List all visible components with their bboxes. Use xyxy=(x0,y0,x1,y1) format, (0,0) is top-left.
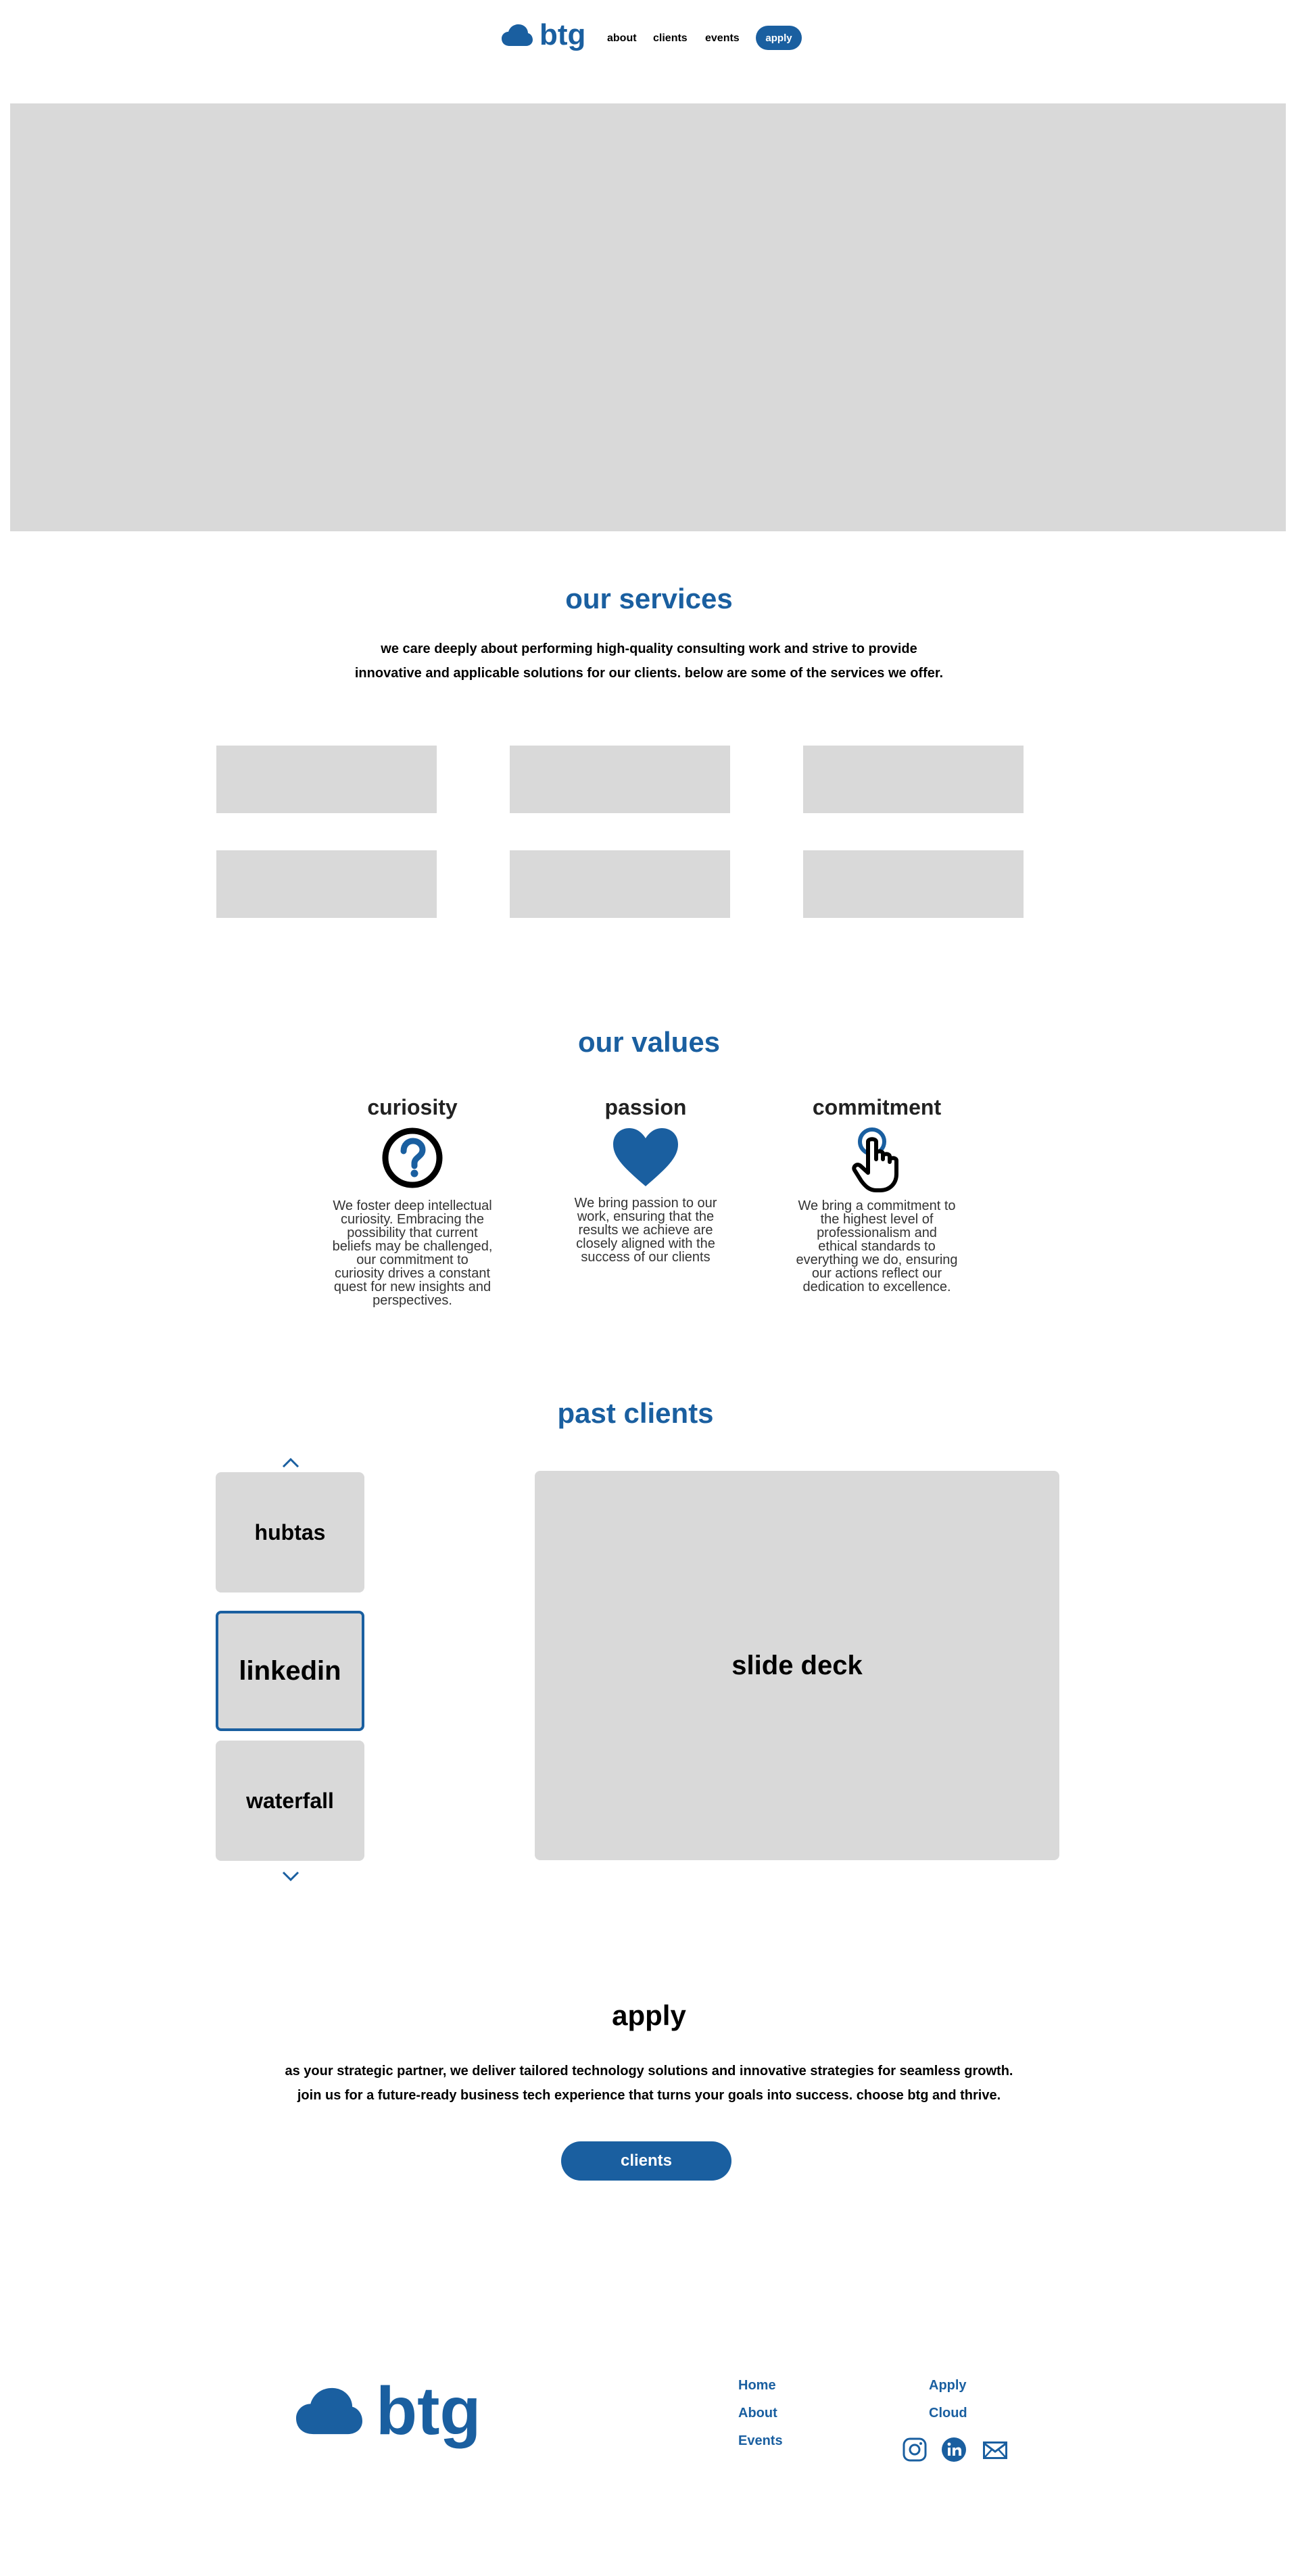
value-title: passion xyxy=(604,1095,687,1119)
services-description-line1: we care deeply about performing high-qua… xyxy=(381,641,917,656)
value-desc-line: the highest level of xyxy=(820,1212,934,1227)
footer-link-home[interactable]: Home xyxy=(738,2378,776,2393)
nav-about[interactable]: about xyxy=(607,32,637,44)
client-card-linkedin[interactable]: linkedin xyxy=(216,1611,364,1731)
logo-text: btg xyxy=(539,18,586,51)
value-desc-line: professionalism and xyxy=(817,1225,937,1240)
footer-link-cloud[interactable]: Cloud xyxy=(929,2406,967,2421)
value-desc-line: results we achieve are xyxy=(578,1223,713,1238)
footer-link-events[interactable]: Events xyxy=(738,2433,783,2448)
value-desc-line: dedication to excellence. xyxy=(802,1280,951,1294)
value-desc-line: everything we do, ensuring xyxy=(796,1253,958,1267)
instagram-icon[interactable] xyxy=(902,2437,928,2466)
chevron-down-icon[interactable] xyxy=(281,1871,300,1885)
nav-events[interactable]: events xyxy=(705,32,740,44)
value-commitment: commitment We bring a commitment to the … xyxy=(775,1095,978,1294)
footer-link-about[interactable]: About xyxy=(738,2406,777,2421)
service-tile-5[interactable] xyxy=(510,850,730,918)
value-desc-line: our commitment to xyxy=(356,1253,468,1267)
footer-logo[interactable]: btg xyxy=(296,2377,481,2445)
value-passion: passion We bring passion to our work, en… xyxy=(544,1095,747,1264)
value-desc-line: work, ensuring that the xyxy=(577,1209,715,1224)
value-title: curiosity xyxy=(367,1095,458,1119)
nav-apply-button[interactable]: apply xyxy=(756,26,802,50)
value-desc-line: beliefs may be challenged, xyxy=(332,1239,493,1254)
clients-button[interactable]: clients xyxy=(561,2141,731,2181)
value-desc-line: perspectives. xyxy=(372,1293,452,1308)
value-desc-line: We bring passion to our xyxy=(574,1196,717,1211)
apply-text-line2: join us for a future-ready business tech… xyxy=(297,2088,1001,2103)
value-desc-line: quest for new insights and xyxy=(333,1280,491,1294)
value-desc-line: We foster deep intellectual xyxy=(333,1198,492,1213)
value-desc-line: closely aligned with the xyxy=(576,1236,715,1251)
slide-deck[interactable]: slide deck xyxy=(535,1471,1059,1860)
service-tile-2[interactable] xyxy=(510,746,730,813)
heart-icon xyxy=(544,1127,747,1191)
value-desc-line: our actions reflect our xyxy=(811,1266,942,1281)
apply-text-line1: as your strategic partner, we deliver ta… xyxy=(285,2064,1013,2079)
mail-icon[interactable] xyxy=(983,2441,1007,2462)
client-card-waterfall[interactable]: waterfall xyxy=(216,1741,364,1861)
services-title: our services xyxy=(565,583,733,614)
hero-image-placeholder xyxy=(10,103,1286,531)
clients-title: past clients xyxy=(557,1397,714,1429)
client-card-hubtas[interactable]: hubtas xyxy=(216,1472,364,1593)
service-tile-4[interactable] xyxy=(216,850,437,918)
value-curiosity: curiosity We foster deep intellectual cu… xyxy=(311,1095,514,1307)
value-desc-line: curiosity drives a constant xyxy=(334,1266,491,1281)
value-desc-line: We bring a commitment to xyxy=(798,1198,956,1213)
question-circle-icon xyxy=(311,1127,514,1192)
linkedin-icon[interactable] xyxy=(941,2437,967,2466)
value-desc-line: success of our clients xyxy=(581,1250,711,1265)
service-tile-6[interactable] xyxy=(803,850,1024,918)
cloud-icon xyxy=(502,24,533,46)
pointer-hand-icon xyxy=(775,1125,978,1196)
values-title: our values xyxy=(577,1026,721,1058)
chevron-up-icon[interactable] xyxy=(281,1457,300,1472)
footer-logo-text: btg xyxy=(376,2373,481,2449)
cloud-icon xyxy=(296,2387,362,2435)
services-description-line2: innovative and applicable solutions for … xyxy=(354,666,944,681)
nav-clients[interactable]: clients xyxy=(653,32,688,44)
footer-link-apply[interactable]: Apply xyxy=(929,2378,967,2393)
service-tile-3[interactable] xyxy=(803,746,1024,813)
value-desc-line: possibility that current xyxy=(347,1225,478,1240)
value-desc-line: curiosity. Embracing the xyxy=(341,1212,484,1227)
header-logo[interactable]: btg xyxy=(502,20,585,50)
service-tile-1[interactable] xyxy=(216,746,437,813)
apply-title: apply xyxy=(612,1999,686,2031)
value-title: commitment xyxy=(812,1095,942,1119)
value-desc-line: ethical standards to xyxy=(818,1239,936,1254)
